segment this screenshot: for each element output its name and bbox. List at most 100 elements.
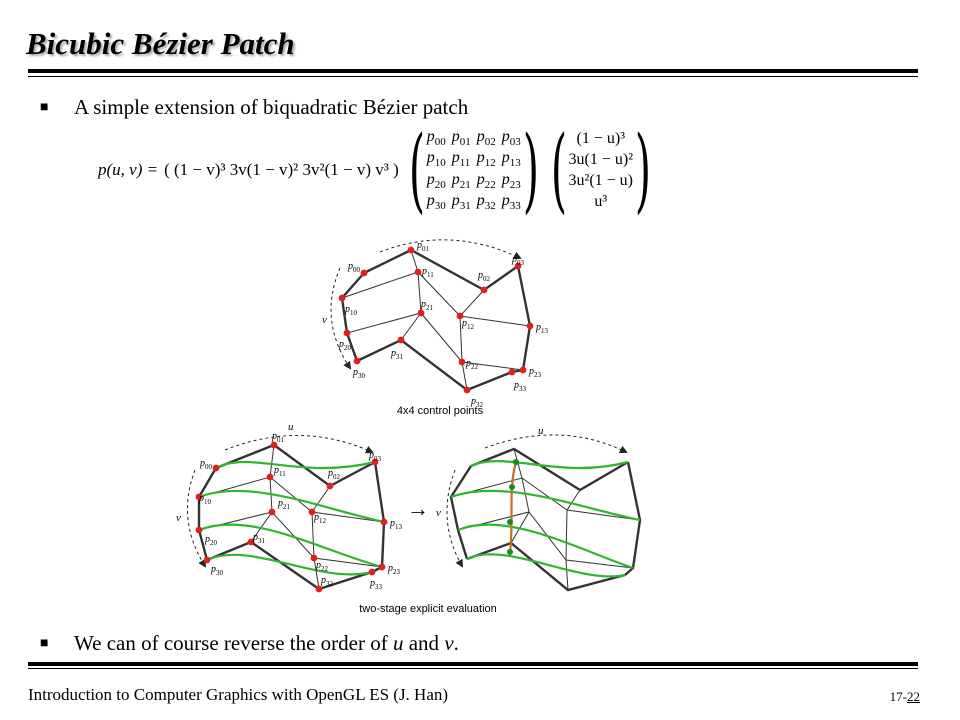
label-subscript: 00 [353, 266, 361, 274]
matrix-cell: p21 [451, 170, 471, 191]
column-vector-entry: 3u(1 − u)² [568, 151, 633, 168]
control-point [308, 508, 316, 516]
v-direction-arrow [446, 469, 463, 568]
label-subscript: 11 [427, 271, 434, 279]
matrix-cell: p13 [501, 149, 521, 170]
net-col-line [511, 265, 532, 374]
label-subscript: 32 [476, 401, 484, 409]
control-point-label: p31 [390, 348, 404, 361]
net-col-line [459, 289, 485, 391]
net-col-line [624, 461, 642, 576]
label-subscript: 33 [519, 385, 527, 393]
footer-rule-thick [28, 662, 918, 666]
matrix-cell: p33 [501, 191, 521, 212]
control-point [195, 493, 203, 501]
u-direction-arrow [484, 434, 628, 453]
net-row-line [198, 476, 385, 523]
bullet-2-var-u: u [392, 631, 404, 655]
control-point-label: p01 [416, 240, 430, 253]
matrix-cell: p31 [451, 191, 471, 212]
evaluated-point [509, 484, 515, 490]
label-subscript: 10 [350, 309, 358, 317]
control-point-label: p12 [461, 318, 475, 331]
control-point [212, 464, 220, 472]
matrix-cell: p30 [426, 191, 446, 212]
bullet-2-and: and [403, 631, 445, 655]
label-subscript: 01 [277, 436, 285, 444]
footer-rule-thin [28, 668, 918, 669]
evaluated-point [507, 549, 513, 555]
bullet-2-period: . [453, 631, 459, 655]
control-point-label: p02 [477, 270, 491, 283]
v-direction-arrow [187, 469, 207, 568]
label-subscript: 31 [396, 353, 404, 361]
control-point [508, 368, 516, 376]
label-subscript: 02 [483, 275, 491, 283]
control-point [414, 268, 422, 276]
label-subscript: 00 [205, 463, 213, 471]
control-point [380, 518, 388, 526]
net-row-line [457, 511, 634, 569]
u-curve [198, 489, 385, 524]
control-point-label: p30 [352, 367, 366, 380]
bullet-2-var-v: v [444, 631, 454, 655]
stage-arrow-icon: → [407, 496, 429, 521]
net-row-line [198, 511, 383, 568]
label-subscript: 11 [279, 470, 286, 478]
net-row-line [215, 443, 376, 488]
control-point [353, 357, 361, 365]
control-point-label: p33 [369, 578, 383, 591]
net-row-line [206, 540, 373, 591]
control-point [397, 336, 405, 344]
title-rule-thin [28, 76, 918, 77]
control-point-label: p00 [199, 458, 213, 471]
v-curve [508, 461, 518, 553]
label-subscript: 20 [344, 344, 352, 352]
matrix-cell: p00 [426, 128, 446, 149]
control-point-label: p21 [277, 498, 291, 511]
net-col-line [197, 467, 218, 561]
matrix-cell: p32 [476, 191, 496, 212]
control-point-label: p11 [273, 465, 286, 478]
label-subscript: 13 [395, 523, 403, 531]
v-axis-label: v [176, 512, 181, 524]
label-subscript: 23 [393, 568, 401, 576]
control-point [310, 554, 318, 562]
control-point [378, 563, 386, 571]
label-subscript: 02 [333, 473, 341, 481]
caption-two-stage: two-stage explicit evaluation [359, 603, 497, 615]
formula-lhs: p(u, v) = [98, 160, 159, 179]
bullet-2-text: We can of course reverse the order of [74, 631, 393, 655]
net-row-line [450, 477, 641, 521]
page-number: 17-22 [889, 689, 920, 704]
control-point [338, 294, 346, 302]
label-subscript: 21 [426, 304, 434, 312]
control-point [458, 358, 466, 366]
control-point [203, 556, 211, 564]
slide-title: Bicubic Bézier Patch [26, 26, 295, 61]
bullet-2: ■We can of course reverse the order of u… [40, 631, 459, 656]
u-axis-label: u [288, 421, 294, 433]
control-point [526, 322, 534, 330]
u-axis-label: u [538, 425, 544, 437]
label-subscript: 03 [374, 455, 382, 463]
net-row-line [346, 312, 524, 371]
label-subscript: 32 [326, 580, 334, 588]
u-curve [206, 553, 373, 576]
second-stage-diagram: uv [436, 425, 642, 592]
control-point [343, 329, 351, 337]
net-col-line [340, 272, 365, 362]
net-row-line [356, 338, 513, 392]
label-subscript: 31 [258, 537, 266, 545]
control-point [463, 386, 471, 394]
control-point-label: p13 [389, 518, 403, 531]
label-subscript: 22 [471, 363, 479, 371]
control-point [514, 262, 522, 270]
evaluated-point [513, 459, 519, 465]
control-point-label: p02 [327, 468, 341, 481]
